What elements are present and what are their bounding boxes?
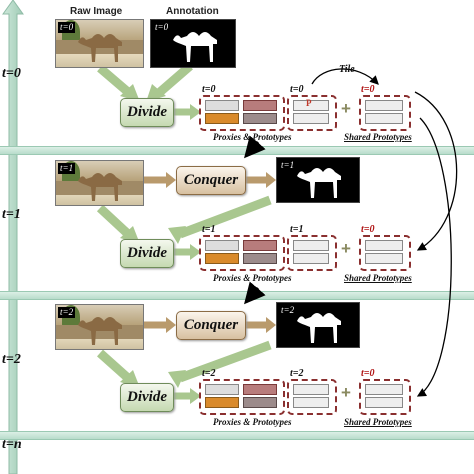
raw-image-1: t=1 — [55, 160, 144, 206]
stage-band-2 — [0, 291, 474, 300]
prototype-box-2 — [287, 379, 337, 415]
annotation-time-tag-2: t=2 — [279, 305, 297, 316]
arrow-mask-to-divide-2 — [178, 340, 272, 383]
arrow-to-conquer-2 — [244, 281, 266, 305]
arrow-raw-to-divide-1 — [96, 204, 132, 238]
divide-button-1[interactable]: Divide — [120, 239, 174, 268]
arrow-raw-to-divide-2 — [97, 349, 131, 382]
annotation-mask-1: t=1 — [276, 157, 360, 203]
shared-prototypes-box-0 — [359, 95, 411, 131]
camel-photo-icon — [78, 34, 122, 62]
camel-mask-icon — [173, 32, 217, 62]
stage-label-tn: t=n — [2, 437, 22, 452]
proxies-prototypes-box-1 — [199, 235, 285, 271]
plus-sign-0: + — [341, 99, 351, 118]
shared-caption-0: Shared Prototypes — [344, 132, 412, 142]
shared-time-2: t=0 — [361, 368, 375, 379]
prototype-box-1 — [287, 235, 337, 271]
tile-arrow — [311, 68, 379, 85]
raw-image-header: Raw Image — [70, 6, 123, 17]
proxies-prototypes-box-0 — [199, 95, 285, 131]
proxies-caption-1: Proxies & Prototypes — [213, 273, 292, 283]
stage-label-t1: t=1 — [2, 207, 21, 222]
arrow-raw-to-divide-0 — [97, 64, 131, 96]
stage-band-3 — [0, 431, 474, 440]
raw-image-2: t=2 — [55, 304, 144, 350]
tile-label: Tile — [339, 64, 355, 75]
proxies-prototypes-box-2 — [199, 379, 285, 415]
stage-band-1 — [0, 146, 474, 155]
annotation-mask-2: t=2 — [276, 302, 360, 348]
arrow-to-conquer-1 — [244, 135, 266, 159]
shared-caption-2: Shared Prototypes — [344, 417, 412, 427]
proto-time-2: t=2 — [202, 368, 216, 379]
annotation-time-tag-1: t=1 — [279, 160, 297, 171]
conquer-button-2[interactable]: Conquer — [176, 311, 246, 340]
shared-prototypes-box-2 — [359, 379, 411, 415]
divide-button-0[interactable]: Divide — [120, 98, 174, 127]
annotation-mask-0: t=0 — [150, 19, 236, 68]
shared-time-0: t=0 — [361, 84, 375, 95]
raw-time-tag-1: t=1 — [58, 163, 76, 174]
proto-time-0: t=0 — [202, 84, 216, 95]
stage-label-t2: t=2 — [2, 352, 21, 367]
conquer-button-1[interactable]: Conquer — [176, 166, 246, 195]
shared-caption-1: Shared Prototypes — [344, 273, 412, 283]
plus-sign-2: + — [341, 383, 351, 402]
divide-button-2[interactable]: Divide — [120, 383, 174, 412]
timeline-arrow — [2, 0, 24, 474]
shared-prototypes-box-1 — [359, 235, 411, 271]
plus-sign-1: + — [341, 239, 351, 258]
arrow-ann-to-divide-0 — [157, 62, 193, 96]
mid-time-2: t=2 — [290, 368, 304, 379]
raw-image-0: t=0 — [55, 19, 144, 68]
annotation-header: Annotation — [166, 6, 219, 17]
proto-cell-label: P — [306, 98, 312, 108]
stage-label-t0: t=0 — [2, 66, 21, 81]
mid-time-1: t=1 — [290, 224, 304, 235]
raw-time-tag-0: t=0 — [58, 22, 76, 33]
mid-time-0: t=0 — [290, 84, 304, 95]
proxies-caption-0: Proxies & Prototypes — [213, 132, 292, 142]
annotation-time-tag-0: t=0 — [153, 22, 171, 33]
arrow-mask-to-divide-1 — [178, 195, 272, 239]
proto-time-1: t=1 — [202, 224, 216, 235]
proxies-caption-2: Proxies & Prototypes — [213, 417, 292, 427]
prototype-box-0: P — [287, 95, 337, 131]
shared-time-1: t=0 — [361, 224, 375, 235]
shared-arrow-1 — [414, 91, 458, 251]
shared-arrow-2 — [416, 117, 452, 397]
raw-time-tag-2: t=2 — [58, 307, 76, 318]
